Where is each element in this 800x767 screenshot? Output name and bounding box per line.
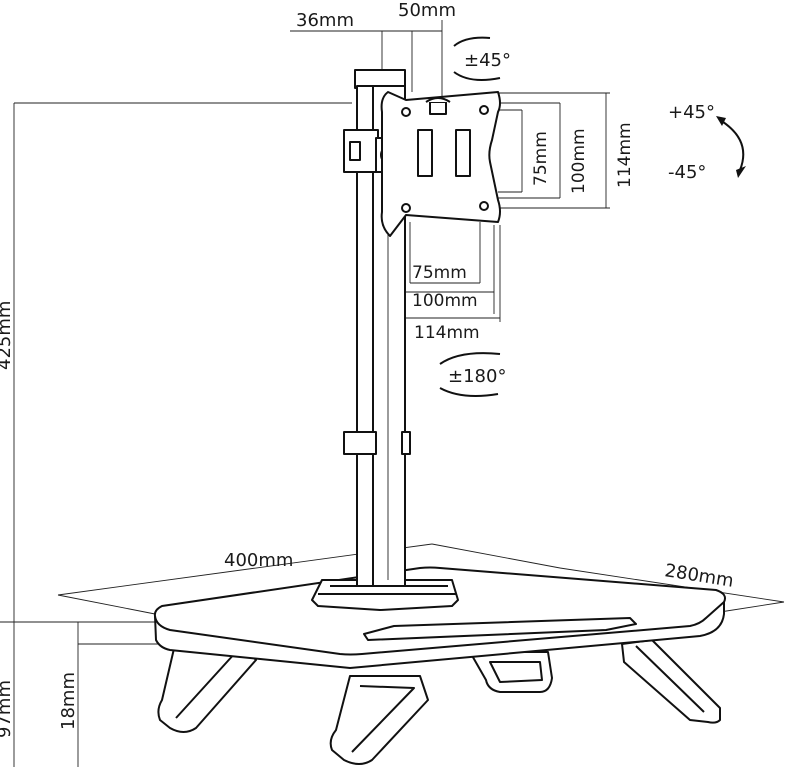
platform-thickness-label: 18mm — [58, 672, 79, 730]
vesa-v-114-label: 114mm — [615, 122, 635, 188]
tilt-arrowhead-top — [716, 116, 726, 126]
rotation-arrows — [439, 36, 746, 397]
vesa-v-100-label: 100mm — [569, 128, 589, 194]
dimension-lines — [0, 20, 785, 767]
swivel-label: ±45° — [464, 50, 511, 71]
tilt-down-label: -45° — [668, 162, 706, 183]
arm-offset-label: 36mm — [296, 10, 354, 31]
total-height-label: 425mm — [0, 301, 15, 370]
vesa-h-114-label: 114mm — [414, 323, 480, 343]
riser-height-label: 97mm — [0, 680, 15, 738]
vesa-v-75-label: 75mm — [531, 131, 551, 186]
base-width-label: 400mm — [224, 550, 293, 571]
platform-legs — [157, 639, 721, 765]
vesa-h-100-label: 100mm — [412, 291, 478, 311]
tilt-arrowhead-bottom — [736, 166, 746, 178]
rotate-label: ±180° — [448, 366, 506, 387]
head-offset-label: 50mm — [398, 0, 456, 21]
vesa-plate — [380, 91, 501, 237]
dimension-labels: 36mm 50mm 425mm 97mm 18mm 400mm 280mm 75… — [0, 0, 735, 738]
tilt-up-label: +45° — [668, 102, 715, 123]
vesa-h-75-label: 75mm — [412, 263, 467, 283]
